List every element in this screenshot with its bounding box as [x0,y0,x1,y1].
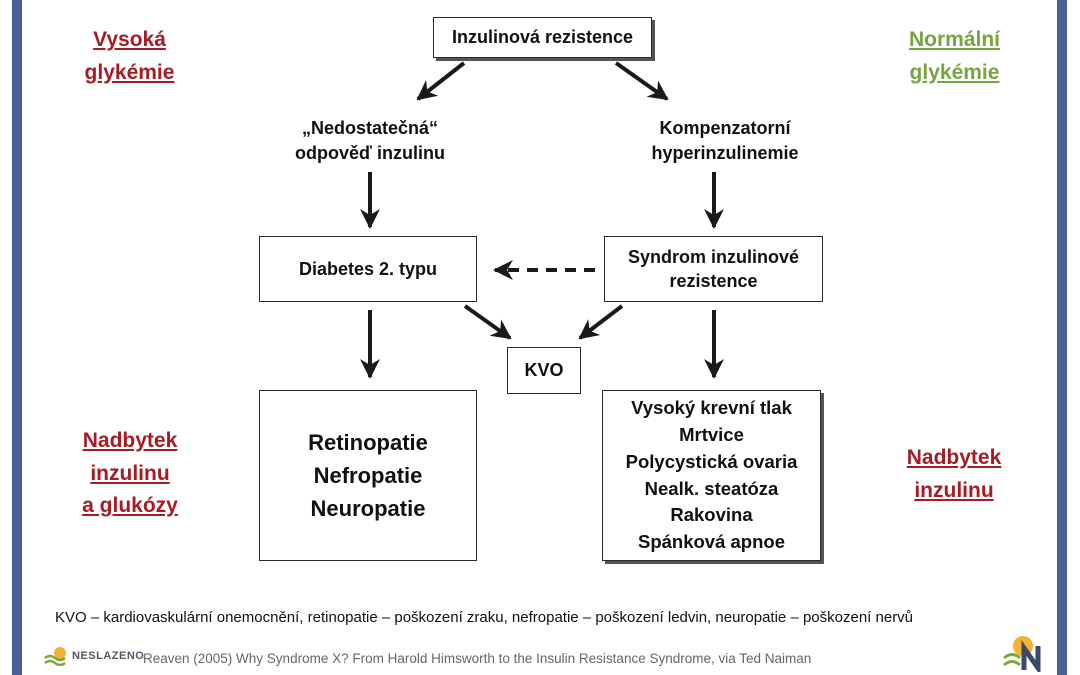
node-insulin-resistance-text: Inzulinová rezistence [451,27,634,48]
node-diabetes-type-2-text: Diabetes 2. typu [298,258,438,279]
corner-bottom-left-line-1: Nadbytek [82,429,178,452]
outcome-nafld: Nealk. steatóza [644,477,779,499]
arrow-top-to-left [416,61,466,101]
label-insufficient-response-line-2: odpověď inzulinu [295,143,445,164]
corner-bottom-left-line-3: a glukózy [82,494,178,518]
corner-top-right-line-1: Normální [908,28,1000,51]
label-compensatory-hyperinsulinemia: Kompenzatorní hyperinzulinemie [610,116,840,166]
label-compensatory-line-2: hyperinzulinemie [651,143,799,164]
outcome-high-blood-pressure: Vysoký krevní tlak [631,397,792,419]
corner-top-right: Normální glykémie [882,24,1027,89]
left-frame-bar [12,0,22,675]
node-kvo-text: KVO [524,360,564,381]
corner-top-left-line-1: Vysoká [93,28,166,51]
sun-wave-icon [44,647,66,666]
node-insulin-resistance-syndrome: Syndrom inzulinové rezistence [604,236,823,302]
node-syndrome-line-2: rezistence [669,271,758,291]
n-sun-logo-icon [1003,636,1041,672]
neslazeno-logo-text: NESLAZENO [72,650,145,662]
corner-top-left: Vysoká glykémie [62,24,197,89]
arrow-diabetes-to-kvo [463,304,512,340]
outcome-stroke: Mrtvice [679,423,744,445]
outcome-sleep-apnea: Spánková apnoe [637,531,785,553]
footnote: KVO – kardiovaskulární onemocnění, retin… [55,609,914,626]
label-insufficient-response: „Nedostatečná“ odpověď inzulinu [255,116,485,166]
corner-top-right-line-2: glykémie [909,60,1000,84]
label-compensatory-line-1: Kompenzatorní [659,118,791,138]
outcome-cancer: Rakovina [670,504,753,526]
corner-top-left-line-2: glykémie [84,60,175,84]
corner-bottom-right-line-1: Nadbytek [906,446,1002,469]
node-syndrome-line-1: Syndrom inzulinové [627,246,800,267]
node-metabolic-outcomes: Vysoký krevní tlak Mrtvice Polycystická … [602,390,821,561]
label-insufficient-response-line-1: „Nedostatečná“ [301,118,439,138]
outcome-pcos: Polycystická ovaria [625,450,798,472]
outcome-neuropathy: Neuropatie [310,496,426,521]
outcome-retinopathy: Retinopatie [308,430,428,455]
node-microvascular-outcomes: Retinopatie Nefropatie Neuropatie [259,390,477,561]
arrow-top-to-right [614,61,669,101]
corner-bottom-left-line-2: inzulinu [90,461,170,485]
node-kvo: KVO [507,347,581,394]
arrow-syndrome-to-kvo [578,304,624,340]
neslazeno-logo: NESLAZENO [44,646,144,666]
corner-bottom-left: Nadbytek inzulinu a glukózy [55,425,205,523]
corner-bottom-right: Nadbytek inzulinu [880,442,1028,507]
corner-bottom-right-line-2: inzulinu [914,478,994,502]
citation: Reaven (2005) Why Syndrome X? From Harol… [143,651,812,666]
node-insulin-resistance: Inzulinová rezistence [433,17,652,58]
node-diabetes-type-2: Diabetes 2. typu [259,236,477,302]
right-frame-bar [1057,0,1067,675]
outcome-nephropathy: Nefropatie [313,463,423,488]
